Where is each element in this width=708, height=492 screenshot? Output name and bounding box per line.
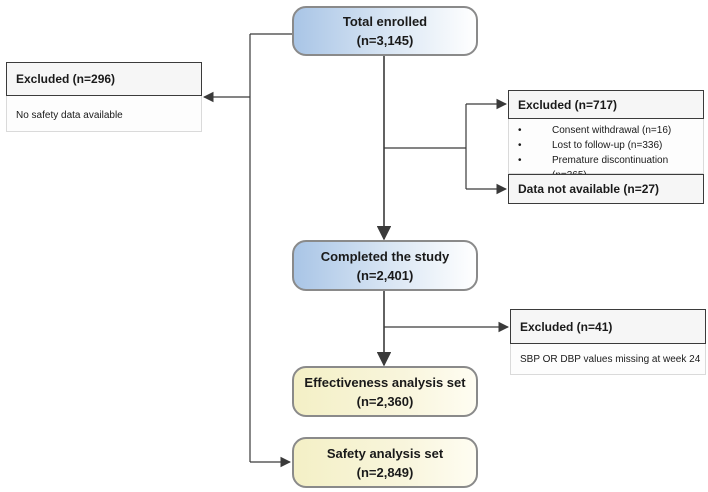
effectiveness-analysis-box: Effectiveness analysis set (n=2,360) [292, 366, 478, 417]
total-enrolled-box: Total enrolled (n=3,145) [292, 6, 478, 56]
excluded-41-box: Excluded (n=41) SBP OR DBP values missin… [510, 309, 706, 375]
completed-study-box: Completed the study (n=2,401) [292, 240, 478, 291]
safety-analysis-title: Safety analysis set [326, 445, 444, 461]
data-not-available-box: Data not available (n=27) [508, 174, 704, 204]
effectiveness-analysis-title: Effectiveness analysis set [304, 374, 466, 390]
excluded-717-box: Excluded (n=717) Consent withdrawal (n=1… [508, 90, 704, 181]
excluded-41-title: Excluded (n=41) [510, 309, 706, 344]
data-not-available-title: Data not available (n=27) [518, 182, 660, 196]
excluded-no-safety-box: Excluded (n=296) No safety data availabl… [6, 62, 202, 132]
excluded-717-reasons-panel: Consent withdrawal (n=16) Lost to follow… [508, 119, 704, 181]
completed-study-title: Completed the study [320, 248, 450, 264]
reason-item: Consent withdrawal (n=16) [518, 123, 703, 138]
completed-study-count: (n=2,401) [356, 267, 414, 283]
safety-analysis-count: (n=2,849) [356, 464, 414, 480]
excluded-41-detail: SBP OR DBP values missing at week 24 [510, 344, 706, 375]
safety-analysis-box: Safety analysis set (n=2,849) [292, 437, 478, 488]
reason-item: Lost to follow-up (n=336) [518, 138, 703, 153]
excluded-no-safety-title: Excluded (n=296) [6, 62, 202, 96]
excluded-717-title: Excluded (n=717) [508, 90, 704, 119]
effectiveness-analysis-count: (n=2,360) [356, 393, 414, 409]
total-enrolled-title: Total enrolled [342, 14, 428, 29]
total-enrolled-count: (n=3,145) [356, 33, 414, 48]
excluded-no-safety-detail: No safety data available [6, 96, 202, 132]
